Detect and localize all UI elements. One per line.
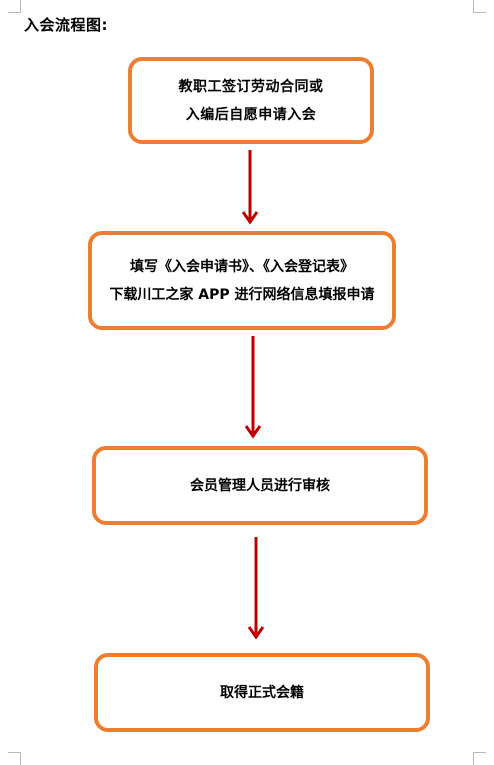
- flow-arrow-2: [244, 336, 262, 439]
- flow-arrow-3: [247, 537, 265, 640]
- flow-step-3-line-1: 会员管理人员进行审核: [190, 477, 330, 494]
- page-title: 入会流程图:: [24, 16, 108, 34]
- page-corner-top-right: [473, 0, 486, 13]
- flow-step-1-line-2: 入编后自愿申请入会: [185, 106, 317, 123]
- page-corner-bottom-left: [8, 752, 21, 765]
- flow-step-4-line-1: 取得正式会籍: [220, 684, 304, 701]
- flow-step-4: 取得正式会籍: [94, 653, 430, 732]
- flow-arrow-1: [241, 150, 259, 225]
- flow-step-2-line-2: 下载川工之家 APP 进行网络信息填报申请: [109, 286, 375, 303]
- flow-step-1: 教职工签订劳动合同或 入编后自愿申请入会: [128, 57, 374, 144]
- flow-step-3: 会员管理人员进行审核: [92, 446, 428, 525]
- page-corner-bottom-right: [473, 752, 486, 765]
- flow-step-1-line-1: 教职工签订劳动合同或: [178, 78, 324, 95]
- flow-step-2-line-1: 填写《入会申请书》、《入会登记表》: [130, 258, 354, 275]
- flow-step-2: 填写《入会申请书》、《入会登记表》 下载川工之家 APP 进行网络信息填报申请: [88, 231, 396, 330]
- page-corner-top-left: [8, 0, 21, 13]
